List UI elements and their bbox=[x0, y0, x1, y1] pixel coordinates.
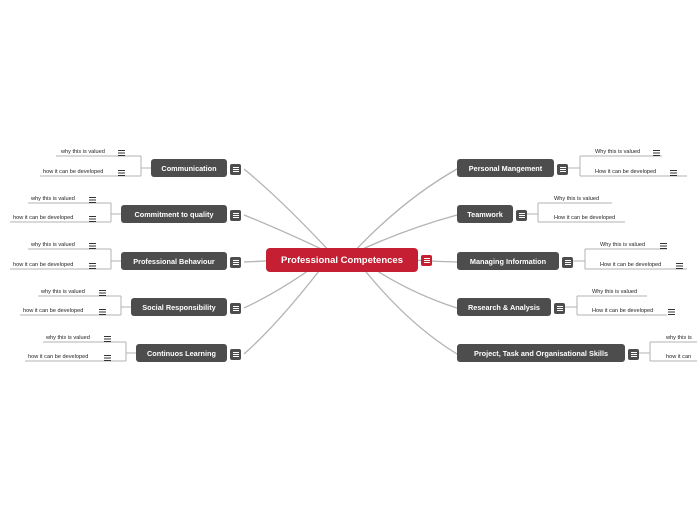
subtopic-why-valued[interactable]: Why this is valued bbox=[595, 149, 641, 155]
note-icon[interactable] bbox=[516, 210, 527, 221]
central-topic[interactable]: Professional Competences bbox=[266, 248, 418, 272]
subtopic-why-valued[interactable]: why this is valued bbox=[31, 196, 75, 202]
subtopic-why-valued[interactable]: Why this is valued bbox=[600, 242, 646, 248]
subtopic-why-valued[interactable]: why this is valued bbox=[61, 149, 105, 155]
menu-lines-icon[interactable] bbox=[676, 263, 683, 269]
topic-research-analysis[interactable]: Research & Analysis bbox=[457, 298, 551, 316]
topic-project-task-and-organisational-skills[interactable]: Project, Task and Organisational Skills bbox=[457, 344, 625, 362]
topic-teamwork[interactable]: Teamwork bbox=[457, 205, 513, 223]
menu-lines-icon[interactable] bbox=[89, 263, 96, 269]
branch-line bbox=[351, 168, 458, 255]
topic-commitment-to-quality[interactable]: Commitment to quality bbox=[121, 205, 227, 223]
subtopic-why-valued[interactable]: Why this is valued bbox=[592, 289, 638, 295]
note-icon[interactable] bbox=[557, 164, 568, 175]
subtopic-why-valued[interactable]: Why this is valued bbox=[554, 196, 600, 202]
menu-lines-icon[interactable] bbox=[118, 170, 125, 176]
subtopic-how-developed[interactable]: how it can be developed bbox=[28, 354, 89, 360]
subtopic-how-developed[interactable]: How it can be developed bbox=[595, 169, 657, 175]
menu-lines-icon[interactable] bbox=[89, 197, 96, 203]
menu-lines-icon[interactable] bbox=[118, 150, 125, 156]
topic-continuos-learning[interactable]: Continuos Learning bbox=[136, 344, 227, 362]
menu-lines-icon[interactable] bbox=[104, 355, 111, 361]
topic-communication[interactable]: Communication bbox=[151, 159, 227, 177]
note-icon[interactable] bbox=[230, 303, 241, 314]
menu-lines-icon[interactable] bbox=[660, 243, 667, 249]
subtopic-how-developed[interactable]: how it can bbox=[666, 354, 692, 360]
menu-lines-icon[interactable] bbox=[653, 150, 660, 156]
menu-lines-icon[interactable] bbox=[104, 336, 111, 342]
subtopic-how-developed[interactable]: how it can be developed bbox=[13, 215, 74, 221]
menu-lines-icon[interactable] bbox=[99, 290, 106, 296]
note-icon[interactable] bbox=[628, 349, 639, 360]
subtopic-why-valued[interactable]: why this is valued bbox=[41, 289, 85, 295]
menu-lines-icon[interactable] bbox=[670, 170, 677, 176]
central-note-icon[interactable] bbox=[421, 255, 432, 266]
subtopic-how-developed[interactable]: how it can be developed bbox=[23, 308, 84, 314]
subtopic-how-developed[interactable]: how it can be developed bbox=[13, 262, 74, 268]
subtopic-how-developed[interactable]: How it can be developed bbox=[592, 308, 654, 314]
topic-managing-information[interactable]: Managing Information bbox=[457, 252, 559, 270]
subtopic-why-valued[interactable]: why this is bbox=[666, 335, 692, 341]
menu-lines-icon[interactable] bbox=[89, 216, 96, 222]
subtopic-how-developed[interactable]: how it can be developed bbox=[43, 169, 104, 175]
note-icon[interactable] bbox=[230, 257, 241, 268]
subtopic-how-developed[interactable]: How it can be developed bbox=[554, 215, 616, 221]
menu-lines-icon[interactable] bbox=[668, 309, 675, 315]
note-icon[interactable] bbox=[230, 164, 241, 175]
topic-professional-behaviour[interactable]: Professional Behaviour bbox=[121, 252, 227, 270]
menu-lines-icon[interactable] bbox=[99, 309, 106, 315]
menu-lines-icon[interactable] bbox=[89, 243, 96, 249]
note-icon[interactable] bbox=[562, 257, 573, 268]
topic-social-responsibility[interactable]: Social Responsibility bbox=[131, 298, 227, 316]
subtopic-why-valued[interactable]: why this is valued bbox=[46, 335, 90, 341]
subtopic-how-developed[interactable]: How it can be developed bbox=[600, 262, 662, 268]
note-icon[interactable] bbox=[554, 303, 565, 314]
subtopic-why-valued[interactable]: why this is valued bbox=[31, 242, 75, 248]
note-icon[interactable] bbox=[230, 349, 241, 360]
note-icon[interactable] bbox=[230, 210, 241, 221]
branch-line bbox=[243, 168, 333, 255]
topic-personal-mangement[interactable]: Personal Mangement bbox=[457, 159, 554, 177]
